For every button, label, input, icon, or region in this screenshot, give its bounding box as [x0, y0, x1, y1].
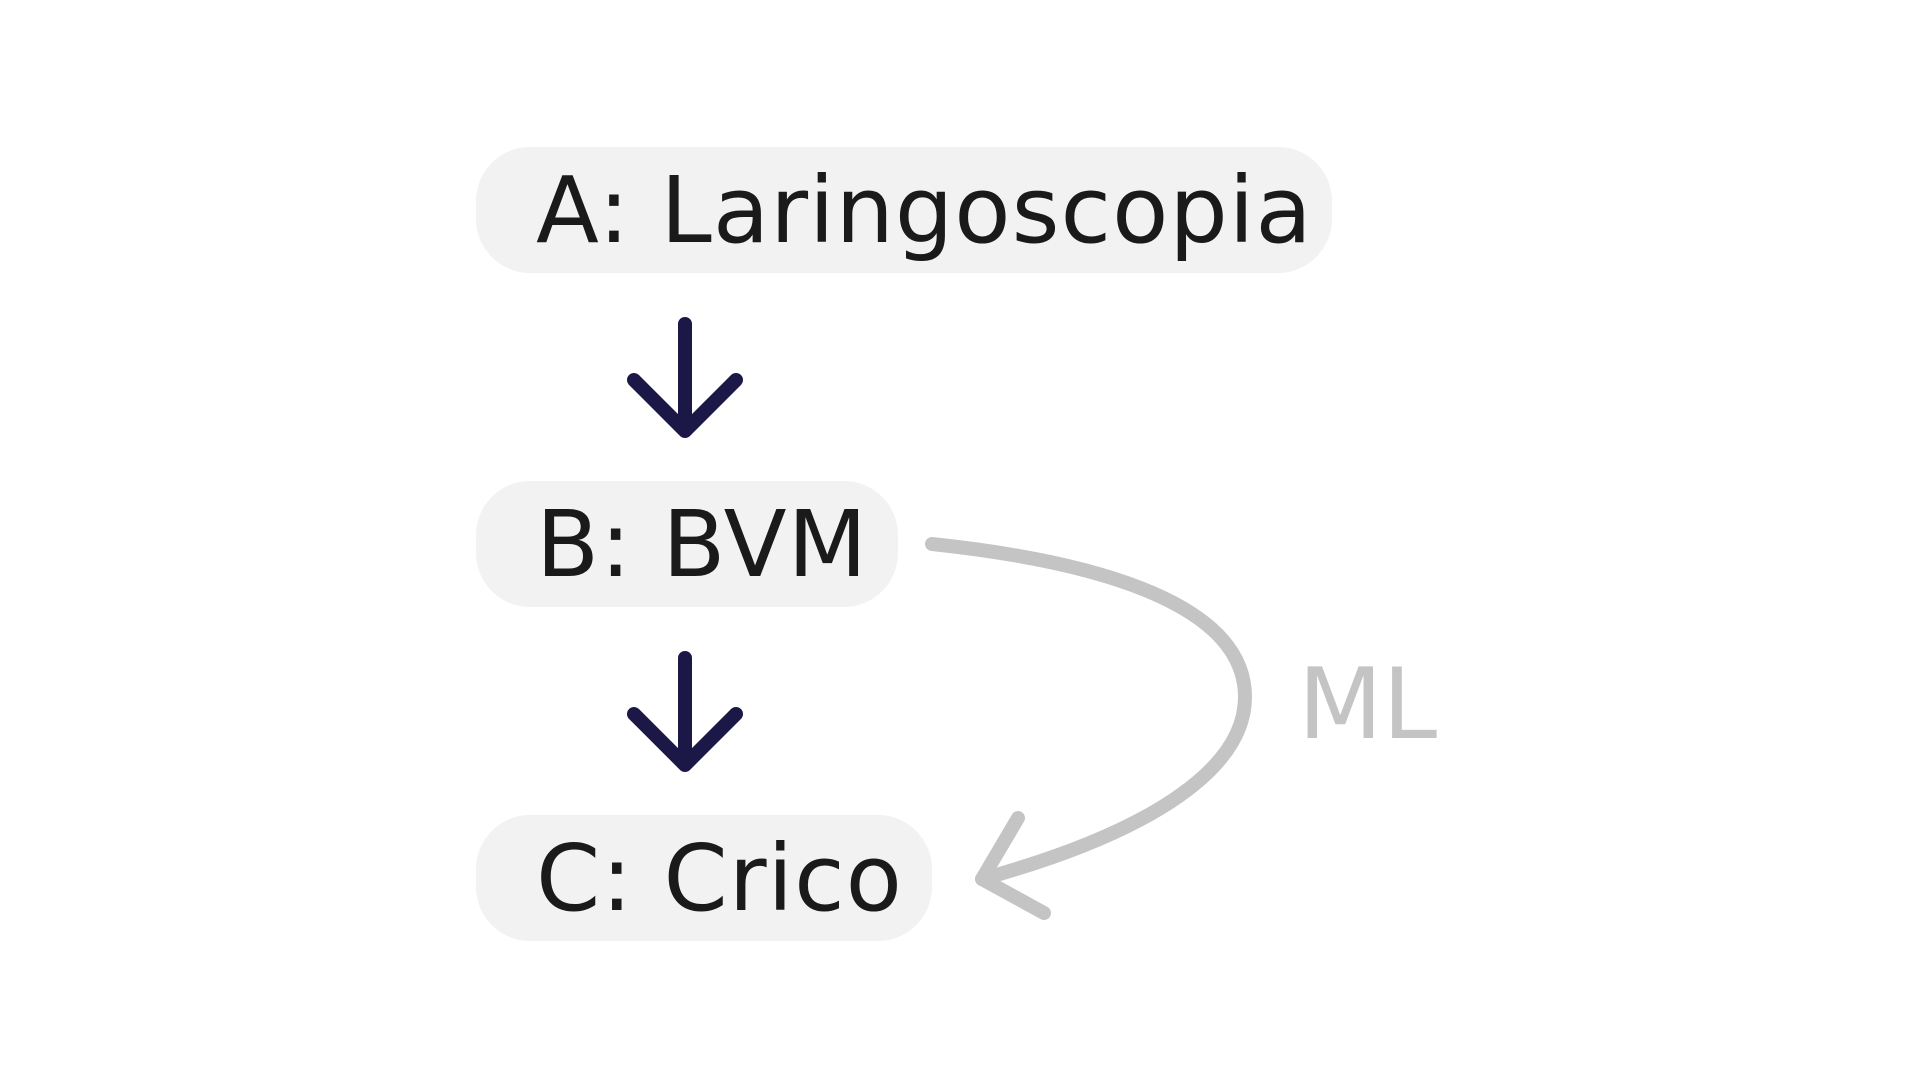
node-crico: C: Crico	[476, 815, 932, 941]
arrow-a-to-b	[627, 317, 743, 438]
node-label-a: A: Laringoscopia	[536, 156, 1313, 264]
node-bvm: B: BVM	[476, 481, 898, 607]
node-laringoscopia: A: Laringoscopia	[476, 147, 1332, 273]
node-label-c: C: Crico	[536, 824, 903, 932]
edge-label-ml: ML	[1298, 648, 1438, 762]
arrow-b-to-c	[627, 651, 743, 772]
node-label-b: B: BVM	[536, 490, 868, 598]
arrow-b-to-c-curved	[925, 537, 1252, 920]
